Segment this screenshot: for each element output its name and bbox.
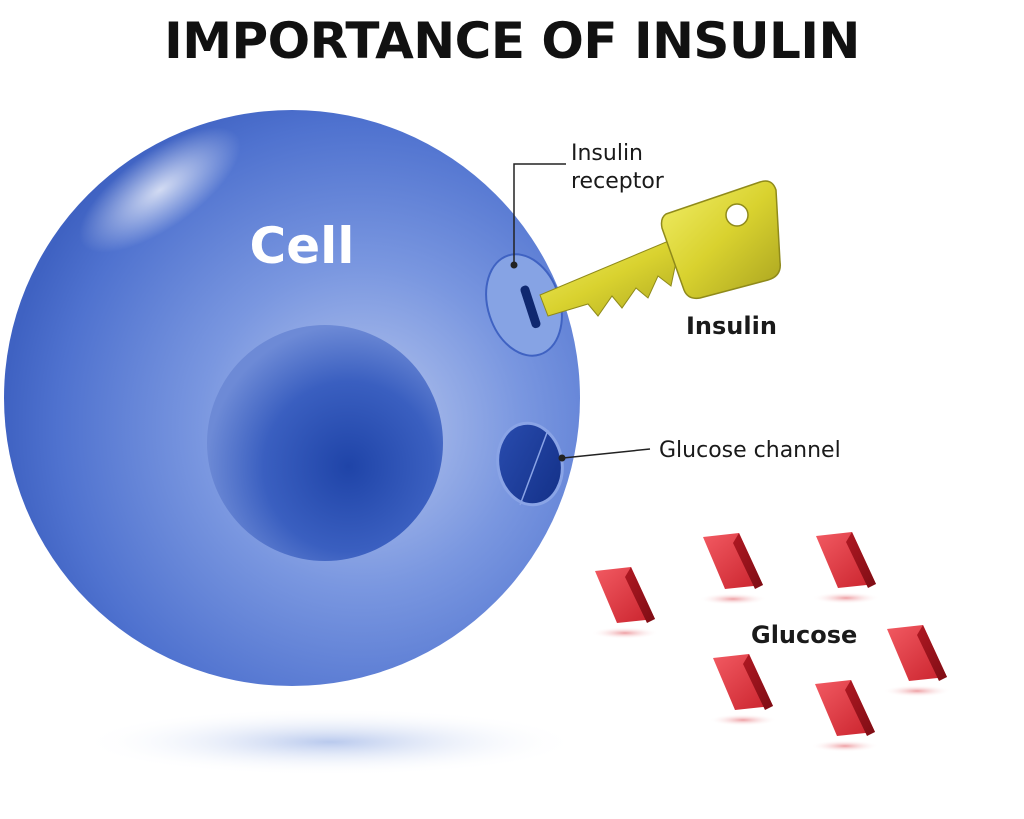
glucose-molecule [591,567,659,639]
channel-leader-line [562,448,651,459]
glucose-molecule [883,625,951,697]
receptor-leader-dot [510,261,518,269]
glucose-molecule [811,680,879,752]
cell [4,110,580,686]
keyhole [520,285,541,329]
glucose-molecule [709,654,777,726]
glucose-molecules [591,532,951,752]
insulin-label: Insulin [686,312,777,340]
glucose-molecule [812,532,880,604]
cell-shadow [80,708,580,776]
glucose-label: Glucose [751,621,857,649]
key-hole [725,203,749,227]
nucleus [207,325,443,561]
receptor-label-line1: Insulin [571,141,643,166]
insulin-receptor [485,253,563,357]
glucose-molecule [699,533,767,605]
cell-label: Cell [250,217,355,275]
receptor-label-line2: receptor [571,169,665,194]
receptor-leader-line [513,163,566,264]
channel-leader-dot [558,454,566,462]
cell-highlight [79,127,241,253]
key-icon [539,180,781,317]
page-title: IMPORTANCE OF INSULIN [164,12,860,70]
glucose-channel-label: Glucose channel [659,438,841,463]
